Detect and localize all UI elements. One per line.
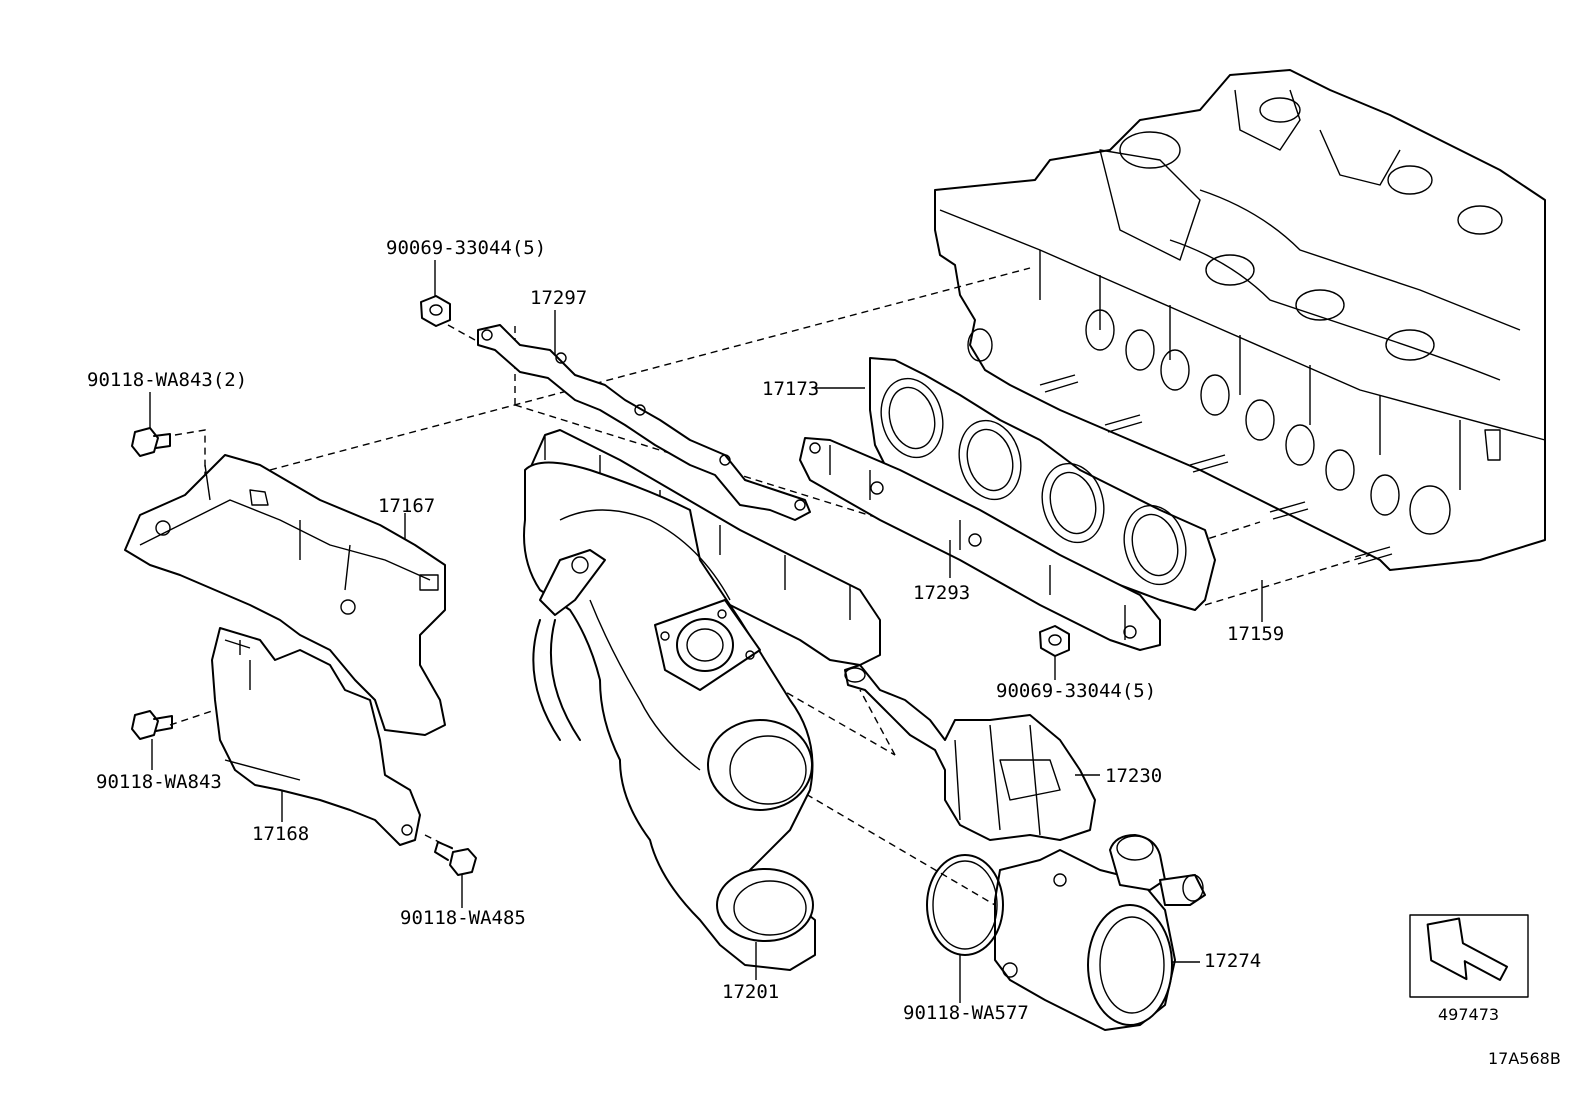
part-17173-gasket xyxy=(869,357,1216,611)
figure-code: 17A568B xyxy=(1488,1049,1561,1068)
part-17293-bracket xyxy=(799,437,1161,651)
part-17274-elbow xyxy=(994,834,1206,1031)
part-17230-actuator xyxy=(844,664,1096,841)
bolt-90118-wa843 xyxy=(131,710,173,740)
label-90118-wa843-2: 90118-WA843(2) xyxy=(87,369,247,391)
part-17297-gasket xyxy=(477,324,811,521)
label-90069-33044-bottom: 90069-33044(5) xyxy=(996,680,1156,702)
nut-90069-33044-top xyxy=(420,295,451,327)
bolt-90118-wa485 xyxy=(434,841,477,876)
label-90118-wa843: 90118-WA843 xyxy=(96,771,222,793)
label-17201: 17201 xyxy=(722,981,779,1003)
label-17173: 17173 xyxy=(762,378,819,400)
part-17201-turbocharger xyxy=(523,429,881,971)
label-17297: 17297 xyxy=(530,287,587,309)
bolt-90118-wa843-2 xyxy=(131,427,171,457)
label-90069-33044-top: 90069-33044(5) xyxy=(386,237,546,259)
direction-arrow-icon xyxy=(1409,914,1529,998)
part-17168-heat-shield xyxy=(211,627,421,846)
label-17159: 17159 xyxy=(1227,623,1284,645)
label-17230: 17230 xyxy=(1105,765,1162,787)
label-90118-wa577: 90118-WA577 xyxy=(903,1002,1029,1024)
label-17167: 17167 xyxy=(378,495,435,517)
label-497473: 497473 xyxy=(1438,1005,1499,1024)
label-17168: 17168 xyxy=(252,823,309,845)
label-17274: 17274 xyxy=(1204,950,1261,972)
part-17167-heat-shield xyxy=(124,454,446,736)
nut-90069-33044-bottom xyxy=(1039,625,1070,657)
leader-lines xyxy=(149,260,1263,1003)
label-17293: 17293 xyxy=(913,582,970,604)
label-90118-wa485: 90118-WA485 xyxy=(400,907,526,929)
callout-labels: 90069-33044(5) 17297 90118-WA843(2) 1717… xyxy=(87,237,1561,1068)
cylinder-head xyxy=(934,69,1546,571)
part-90118-wa577-ring xyxy=(926,854,1004,956)
